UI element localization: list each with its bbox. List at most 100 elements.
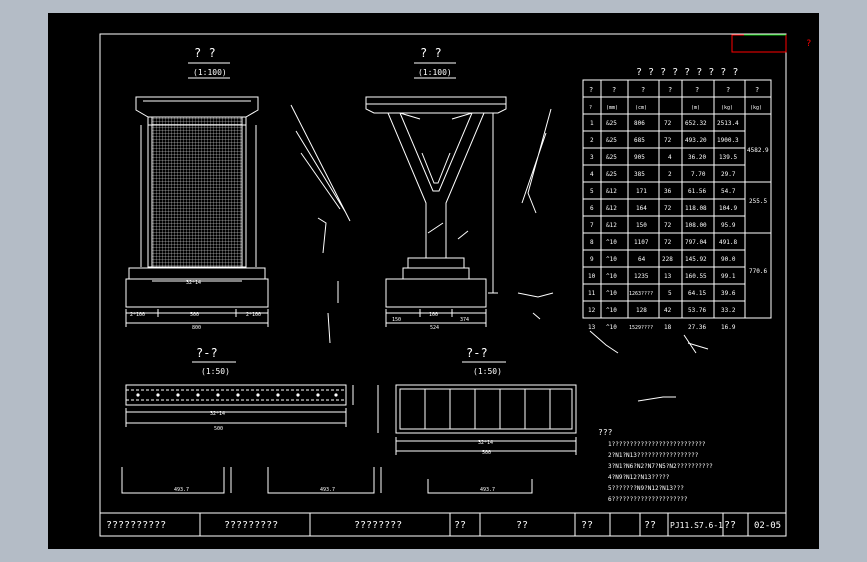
bar2-length: 493.7 [320,487,335,493]
front-inner-dim: 32*14 [186,280,201,286]
svg-text:(kg): (kg) [721,105,733,111]
svg-text:6: 6 [590,205,594,212]
side-rebar-leaders [517,108,709,402]
svg-text:^10: ^10 [606,307,617,314]
section-b-spacing-dim: 32*14 [478,440,493,446]
svg-text:150: 150 [636,222,647,229]
svg-text:^10: ^10 [606,324,617,331]
front-side-mid-dim: 500 [190,312,199,318]
rebar-table-header-1: ? ? ? ? ? ? ? [589,86,759,94]
title-block-label-sheet: ?? [724,520,736,531]
svg-text:164: 164 [636,205,647,212]
note-line: 2?N1?N13????????????????? [608,452,699,459]
svg-text:385: 385 [634,171,645,178]
title-block-label-drawing-no: ?? [644,520,656,531]
svg-text:?: ? [755,86,759,94]
svg-text:1107: 1107 [634,239,649,246]
front-elevation [125,96,269,327]
section-a-title: ?-? [196,346,218,360]
svg-text:^10: ^10 [606,290,617,297]
side-mid-dim: 100 [429,312,438,318]
svg-text:1529????: 1529???? [629,325,653,331]
svg-text:5: 5 [590,188,594,195]
selection-marker[interactable]: ? [806,39,811,49]
section-a-scale: (1:50) [201,367,230,376]
svg-text:160.55: 160.55 [685,273,707,280]
svg-text:10: 10 [588,273,596,280]
section-a [125,384,354,427]
svg-text:652.32: 652.32 [685,120,707,127]
section-b-width-dim: 500 [482,450,491,456]
bar3-length: 493.7 [480,487,495,493]
svg-text:&25: &25 [606,171,617,178]
table-total-group-1: 4582.9 [747,147,769,154]
svg-text:(kg): (kg) [750,105,762,111]
svg-text:64: 64 [638,256,646,263]
front-side-right-dim: 2*100 [246,312,261,318]
svg-text:118.08: 118.08 [685,205,707,212]
svg-text:685: 685 [634,137,645,144]
svg-text:3: 3 [590,154,594,161]
svg-text:806: 806 [634,120,645,127]
note-line: 3?N1?N6?N2?N7?N5?N2?????????? [608,463,713,470]
svg-text:139.5: 139.5 [719,154,737,161]
svg-text:&25: &25 [606,154,617,161]
svg-text:(cm): (cm) [635,105,647,111]
svg-text:16.9: 16.9 [721,324,736,331]
side-view-title: ? ? [420,46,442,60]
title-block-drawing-name: ????????? [224,520,278,531]
selection-rectangle[interactable] [731,34,787,53]
svg-text:99.1: 99.1 [721,273,736,280]
note-line: 6????????????????????? [608,496,688,503]
svg-text:145.92: 145.92 [685,256,707,263]
svg-text:18: 18 [664,324,672,331]
svg-text:&12: &12 [606,205,617,212]
svg-text:90.0: 90.0 [721,256,736,263]
drawing-canvas[interactable]: ? ? ? (1:100) ? ? (1:100) ?-? (1:50) ?-?… [48,13,819,549]
front-side-left-dim: 2*100 [130,312,145,318]
section-a-width-dim: 500 [214,426,223,432]
notes-title: ??? [598,428,613,437]
svg-text:^10: ^10 [606,256,617,263]
side-elevation [365,96,507,327]
svg-text:8: 8 [590,239,594,246]
svg-text:(mm): (mm) [606,105,618,111]
svg-text:72: 72 [664,120,672,127]
svg-text:?: ? [726,86,730,94]
svg-text:95.9: 95.9 [721,222,736,229]
svg-text:39.6: 39.6 [721,290,736,297]
bar1-length: 493.7 [174,487,189,493]
section-b [377,384,577,455]
table-total-group-3: 770.6 [749,268,767,275]
svg-text:104.9: 104.9 [719,205,737,212]
svg-text:(m): (m) [691,105,700,111]
svg-text:1263????: 1263???? [629,291,653,297]
svg-text:36: 36 [664,188,672,195]
svg-text:?: ? [668,86,672,94]
front-view-scale: (1:100) [193,68,227,77]
svg-text:?: ? [589,105,592,111]
svg-text:54.7: 54.7 [721,188,736,195]
svg-text:2: 2 [668,171,672,178]
front-rebar-leaders [290,104,351,344]
side-width-dim: 524 [430,325,439,331]
svg-text:42: 42 [664,307,672,314]
svg-text:2513.4: 2513.4 [717,120,739,127]
section-a-spacing-dim: 32*14 [210,411,225,417]
svg-text:^10: ^10 [606,273,617,280]
rebar-table-title: ? ? ? ? ? ? ? ? ? [636,67,738,78]
drawing-viewport[interactable]: ? ? ? (1:100) ? ? (1:100) ?-? (1:50) ?-?… [48,13,819,549]
note-line: 1?????????????????????????? [608,441,706,448]
rebar-table-grid [582,79,772,319]
side-view-scale: (1:100) [418,68,452,77]
svg-text:493.20: 493.20 [685,137,707,144]
section-a-dots [136,393,338,397]
table-total-group-2: 255.5 [749,198,767,205]
